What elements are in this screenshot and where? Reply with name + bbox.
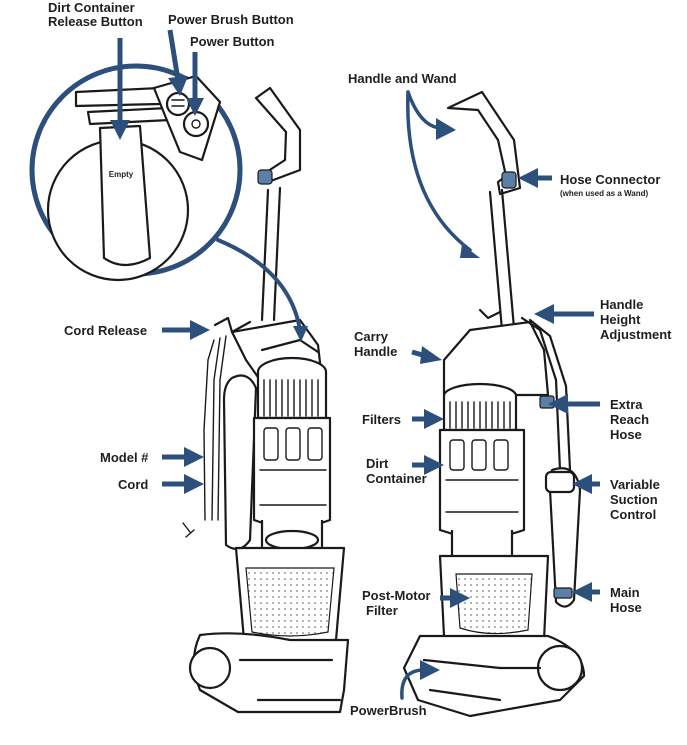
handle-height-label-line1: Handle	[600, 297, 643, 312]
model-number-label: Model #	[100, 450, 149, 465]
extra-reach-label-line3: Hose	[610, 427, 642, 442]
callout-arrows	[110, 29, 600, 608]
dirt-container-release-label-line1: Dirt Container	[48, 0, 135, 15]
variable-suction-label-line3: Control	[610, 507, 656, 522]
handle-and-wand-label: Handle and Wand	[348, 71, 457, 86]
left-vacuum-illustration	[182, 86, 350, 714]
carry-handle-label-line2: Handle	[354, 344, 397, 359]
main-hose-label-line2: Hose	[610, 600, 642, 615]
carry-handle-label-line1: Carry	[354, 329, 389, 344]
variable-suction-label-line1: Variable	[610, 477, 660, 492]
hose-connector-note: (when used as a Wand)	[560, 189, 648, 198]
handle-height-label-line3: Adjustment	[600, 327, 672, 342]
filters-label: Filters	[362, 412, 401, 427]
main-hose-label-line1: Main	[610, 585, 640, 600]
power-button-icon	[182, 110, 210, 138]
power-button-label: Power Button	[190, 34, 275, 49]
variable-suction-label-line2: Suction	[610, 492, 658, 507]
power-brush-button-label: Power Brush Button	[168, 12, 294, 27]
labels: Dirt Container Release Button Power Brus…	[48, 0, 672, 718]
cord-release-label: Cord Release	[64, 323, 147, 338]
button-inset: Empty	[29, 63, 308, 342]
extra-reach-label-line1: Extra	[610, 397, 643, 412]
dirt-container-release-label-line2: Release Button	[48, 14, 143, 29]
hose-connector-label: Hose Connector	[560, 172, 660, 187]
handle-height-label-line2: Height	[600, 312, 641, 327]
post-motor-filter-label-line2: Filter	[366, 603, 398, 618]
curved-callout-arrows	[400, 90, 480, 700]
power-brush-button-icon	[165, 91, 191, 117]
dirt-container-label-line2: Container	[366, 471, 427, 486]
cord-label: Cord	[118, 477, 148, 492]
right-vacuum-illustration	[402, 90, 586, 718]
empty-label: Empty	[109, 170, 134, 179]
powerbrush-label: PowerBrush	[350, 703, 427, 718]
post-motor-filter-label-line1: Post-Motor	[362, 588, 431, 603]
extra-reach-label-line2: Reach	[610, 412, 649, 427]
dirt-container-label-line1: Dirt	[366, 456, 389, 471]
